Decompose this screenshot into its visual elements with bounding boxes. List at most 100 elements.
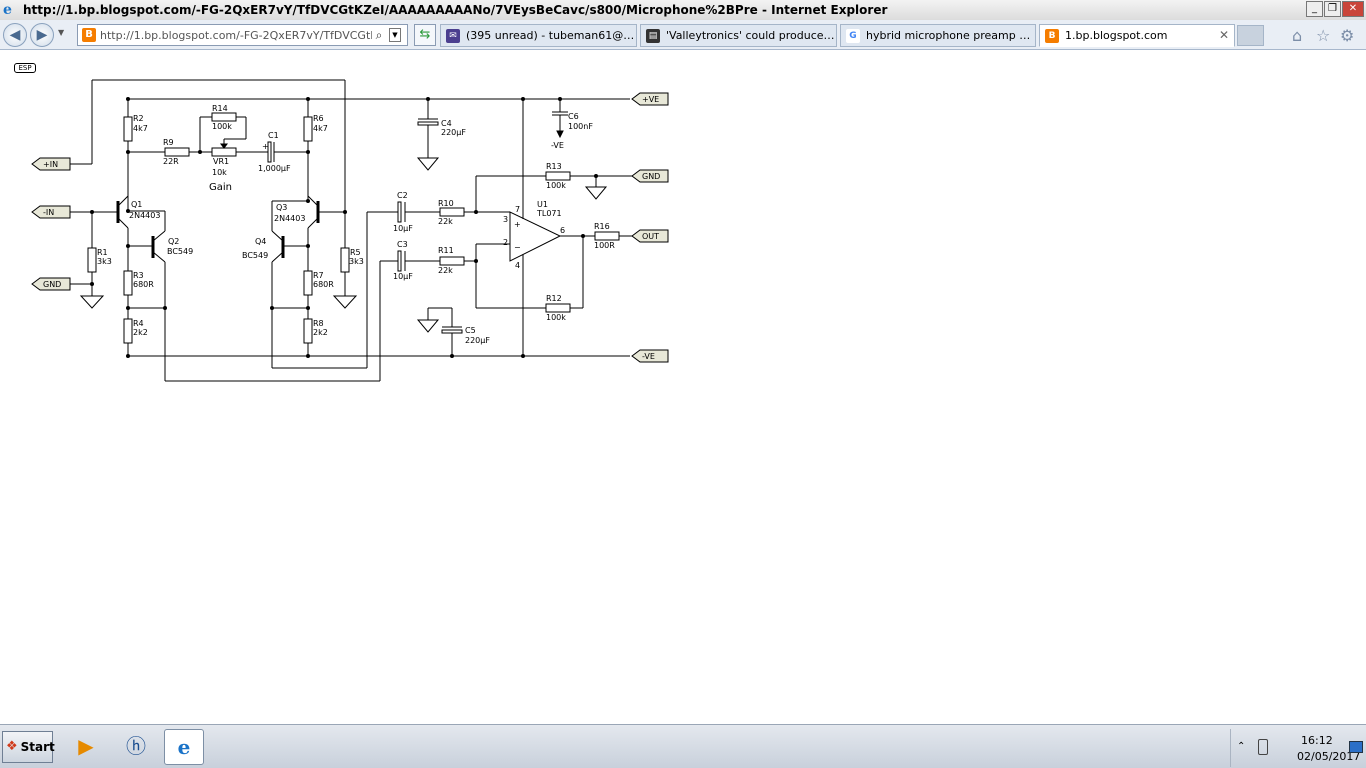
forward-button[interactable]: ▶ [30, 23, 54, 47]
history-dropdown-icon[interactable]: ▼ [58, 28, 65, 37]
minimize-button[interactable]: _ [1306, 1, 1323, 17]
part-r11: R11 [438, 246, 454, 255]
part-r14: R14 [212, 104, 228, 113]
part-q1: Q1 [131, 200, 142, 209]
value-r9: 22R [163, 157, 179, 166]
part-u1: U1 [537, 200, 548, 209]
label-plus-ve: +VE [642, 95, 659, 104]
value-vr1: 10k [212, 168, 227, 177]
label-minus-in: -IN [43, 208, 54, 217]
tab-google-search[interactable]: G hybrid microphone preamp sche... [840, 24, 1036, 47]
part-c3: C3 [397, 240, 408, 249]
microphone-preamp-schematic: +IN -IN GND +VE GND OUT -VE -VE R2 4k7 R… [31, 79, 669, 382]
value-c1: 1,000µF [258, 164, 291, 173]
esp-logo: ESP [14, 63, 36, 73]
home-icon[interactable]: ⌂ [1292, 26, 1303, 45]
action-center-icon[interactable] [1349, 741, 1363, 753]
value-q4: BC549 [242, 251, 268, 260]
address-dropdown-icon[interactable]: ▼ [389, 28, 401, 42]
value-q3: 2N4403 [274, 214, 305, 223]
pin-4: 4 [515, 261, 520, 270]
label-gnd-right: GND [642, 172, 660, 181]
address-bar[interactable]: B http://1.bp.blogspot.com/-FG-2QxER7vY/… [77, 24, 408, 46]
value-c3: 10µF [393, 272, 413, 281]
news-icon: ▤ [646, 28, 660, 43]
opamp-minus: − [514, 243, 521, 252]
hp-logo-icon[interactable]: ⓗ [126, 734, 146, 758]
start-label: Start [20, 740, 55, 754]
back-button[interactable]: ◀ [3, 23, 27, 47]
label-plus-in: +IN [43, 160, 58, 169]
taskbar: ❖ Start ▶ ⓗ e ⌃ 16:12 02/05/2017 [0, 724, 1366, 768]
part-r5: R5 [350, 248, 361, 257]
mail-icon: ✉ [446, 28, 460, 43]
opamp-plus: + [514, 220, 521, 229]
media-player-icon[interactable]: ▶ [78, 734, 94, 758]
close-tab-icon[interactable]: ✕ [1218, 28, 1229, 42]
tab-label: 'Valleytronics' could produce fas... [666, 29, 836, 42]
value-r10: 22k [438, 217, 453, 226]
part-r1: R1 [97, 248, 108, 257]
navigation-bar: ◀ ▶ ▼ B http://1.bp.blogspot.com/-FG-2Qx… [0, 20, 1366, 50]
windows-logo-icon: ❖ [6, 739, 18, 754]
value-u1: TL071 [536, 209, 562, 218]
internet-explorer-icon[interactable]: e [164, 729, 204, 765]
ie-logo-icon: e [3, 2, 12, 18]
value-r5: 3k3 [349, 257, 364, 266]
part-r7: R7 [313, 271, 324, 280]
blogger-favicon-icon: B [82, 28, 96, 42]
address-input[interactable]: http://1.bp.blogspot.com/-FG-2QxER7vY/Tf… [100, 28, 372, 42]
value-q1: 2N4403 [129, 211, 160, 220]
start-button[interactable]: ❖ Start [2, 731, 55, 763]
clock-date[interactable]: 02/05/2017 [1297, 750, 1361, 763]
favorites-star-icon[interactable]: ☆ [1316, 26, 1331, 45]
part-r10: R10 [438, 199, 454, 208]
part-c2: C2 [397, 191, 408, 200]
part-vr1: VR1 [213, 157, 229, 166]
search-icon[interactable]: ⌕ [375, 27, 383, 42]
value-r16: 100R [594, 241, 615, 250]
refresh-button[interactable]: ⇆ [414, 24, 436, 46]
part-r13: R13 [546, 162, 562, 171]
part-c6: C6 [568, 112, 579, 121]
label-out: OUT [642, 232, 659, 241]
tab-valleytronics[interactable]: ▤ 'Valleytronics' could produce fas... [640, 24, 837, 47]
value-c6: 100nF [568, 122, 593, 131]
part-r3: R3 [133, 271, 144, 280]
window-title: http://1.bp.blogspot.com/-FG-2QxER7vY/Tf… [23, 3, 888, 17]
part-q2: Q2 [168, 237, 179, 246]
new-tab-button[interactable] [1237, 25, 1264, 46]
pin-6: 6 [560, 226, 565, 235]
pin-3: 3 [503, 215, 508, 224]
tab-blogspot-active[interactable]: B 1.bp.blogspot.com ✕ [1039, 24, 1235, 47]
window-titlebar: e http://1.bp.blogspot.com/-FG-2QxER7vY/… [0, 0, 1366, 20]
part-c1: C1 [268, 131, 279, 140]
part-c5: C5 [465, 326, 476, 335]
part-r9: R9 [163, 138, 174, 147]
tab-label: (395 unread) - tubeman61@bti... [466, 29, 636, 42]
restore-button[interactable]: ❐ [1324, 1, 1341, 17]
system-tray: ⌃ 16:12 02/05/2017 [1230, 729, 1366, 767]
label-gnd-left: GND [43, 280, 61, 289]
close-button[interactable]: ✕ [1342, 1, 1364, 17]
value-r1: 3k3 [97, 257, 112, 266]
part-q4: Q4 [255, 237, 266, 246]
value-r6: 4k7 [313, 124, 328, 133]
part-r12: R12 [546, 294, 562, 303]
clock-time[interactable]: 16:12 [1301, 734, 1333, 747]
label-minus-ve: -VE [642, 352, 655, 361]
c1-plus: + [262, 142, 269, 151]
value-r3: 680R [133, 280, 154, 289]
value-q2: BC549 [167, 247, 193, 256]
show-hidden-icons-icon[interactable]: ⌃ [1237, 741, 1246, 752]
part-q3: Q3 [276, 203, 287, 212]
value-r13: 100k [546, 181, 566, 190]
value-r14: 100k [212, 122, 232, 131]
settings-gear-icon[interactable]: ⚙ [1340, 26, 1355, 45]
tab-label: hybrid microphone preamp sche... [866, 29, 1035, 42]
tab-mail[interactable]: ✉ (395 unread) - tubeman61@bti... [440, 24, 637, 47]
battery-icon[interactable] [1258, 739, 1268, 755]
value-r4: 2k2 [133, 328, 148, 337]
page-content: ESP [0, 51, 1366, 724]
value-r11: 22k [438, 266, 453, 275]
